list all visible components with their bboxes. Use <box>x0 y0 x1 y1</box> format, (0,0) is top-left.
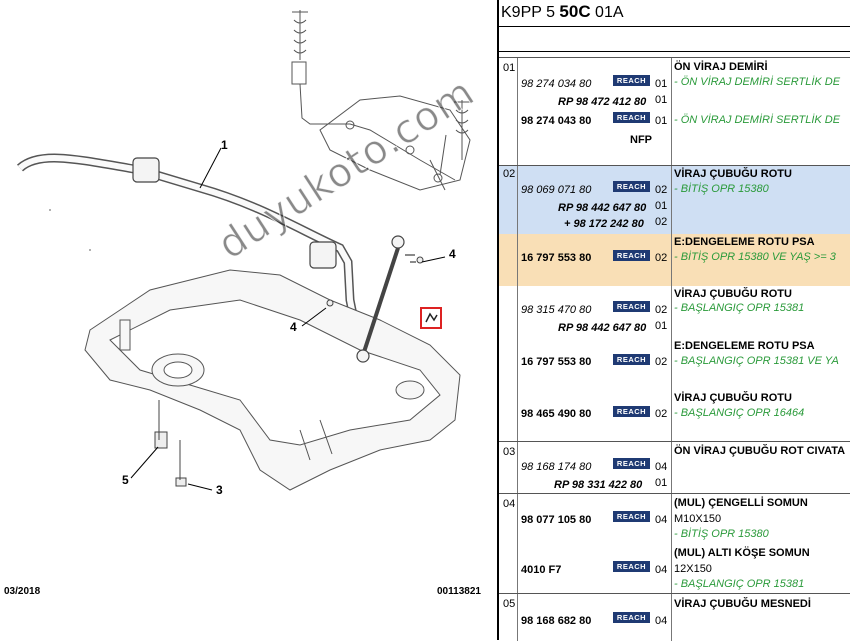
parts-table: K9PP 5 50C 01A 01 ÖN VİRAJ DEMİRİ 98 274… <box>497 0 850 641</box>
part-number[interactable]: 16 797 553 80 <box>521 356 592 368</box>
group-05: 05 VİRAJ ÇUBUĞU MESNEDİ 98 168 682 80 RE… <box>499 593 850 641</box>
part-number[interactable]: 16 797 553 80 <box>521 252 592 264</box>
part-number[interactable]: 98 315 470 80 <box>521 304 592 316</box>
catalog-header: K9PP 5 50C 01A <box>499 0 850 27</box>
part-number[interactable]: RP 98 442 647 80 <box>558 202 647 214</box>
reach-badge: REACH <box>613 112 650 123</box>
diagram-panel: 1 4 4 5 3 duyukoto.com 03/2018 00113821 <box>4 10 484 597</box>
part-number[interactable]: 98 168 682 80 <box>521 615 592 627</box>
diagram-ref: 00113821 <box>437 586 481 597</box>
suspension-diagram <box>16 10 471 491</box>
reach-badge: REACH <box>613 406 650 417</box>
reach-badge: REACH <box>613 612 650 623</box>
group-03: 03 ÖN VİRAJ ÇUBUĞU ROT CIVATA 98 168 174… <box>499 441 850 494</box>
part-number[interactable]: 98 077 105 80 <box>521 514 592 526</box>
part-number[interactable]: RP 98 472 412 80 <box>558 96 647 108</box>
reach-badge: REACH <box>613 301 650 312</box>
reach-badge: REACH <box>613 354 650 365</box>
reach-badge: REACH <box>613 75 650 86</box>
callout-4a: 4 <box>449 247 456 261</box>
reach-badge: REACH <box>613 250 650 261</box>
callout-4b: 4 <box>290 320 297 334</box>
part-number[interactable]: 4010 F7 <box>521 564 562 576</box>
part-number[interactable]: 98 168 174 80 <box>521 461 592 473</box>
diagram-date: 03/2018 <box>4 586 41 597</box>
part-number[interactable]: 98 465 490 80 <box>521 408 592 420</box>
callout-1: 1 <box>221 138 228 152</box>
reach-badge: REACH <box>613 181 650 192</box>
group-04: 04 (MUL) ÇENGELLİ SOMUN 98 077 105 80 RE… <box>499 493 850 594</box>
callout-3: 3 <box>216 483 223 497</box>
header-spacer <box>499 27 850 52</box>
reach-badge: REACH <box>613 458 650 469</box>
part-number[interactable]: 98 069 071 80 <box>521 184 592 196</box>
part-number[interactable]: 98 274 043 80 <box>521 115 592 127</box>
group-01: 01 ÖN VİRAJ DEMİRİ 98 274 034 80 REACH 0… <box>499 57 850 166</box>
part-number[interactable]: + 98 172 242 80 <box>564 218 644 230</box>
part-number[interactable]: 98 274 034 80 <box>521 78 592 90</box>
reach-badge: REACH <box>613 561 650 572</box>
part-number[interactable]: RP 98 331 422 80 <box>554 479 643 491</box>
callout-5: 5 <box>122 473 129 487</box>
part-number[interactable]: RP 98 442 647 80 <box>558 322 647 334</box>
reach-badge: REACH <box>613 511 650 522</box>
group-02: 02 VİRAJ ÇUBUĞU ROTU 98 069 071 80 REACH… <box>499 165 850 446</box>
